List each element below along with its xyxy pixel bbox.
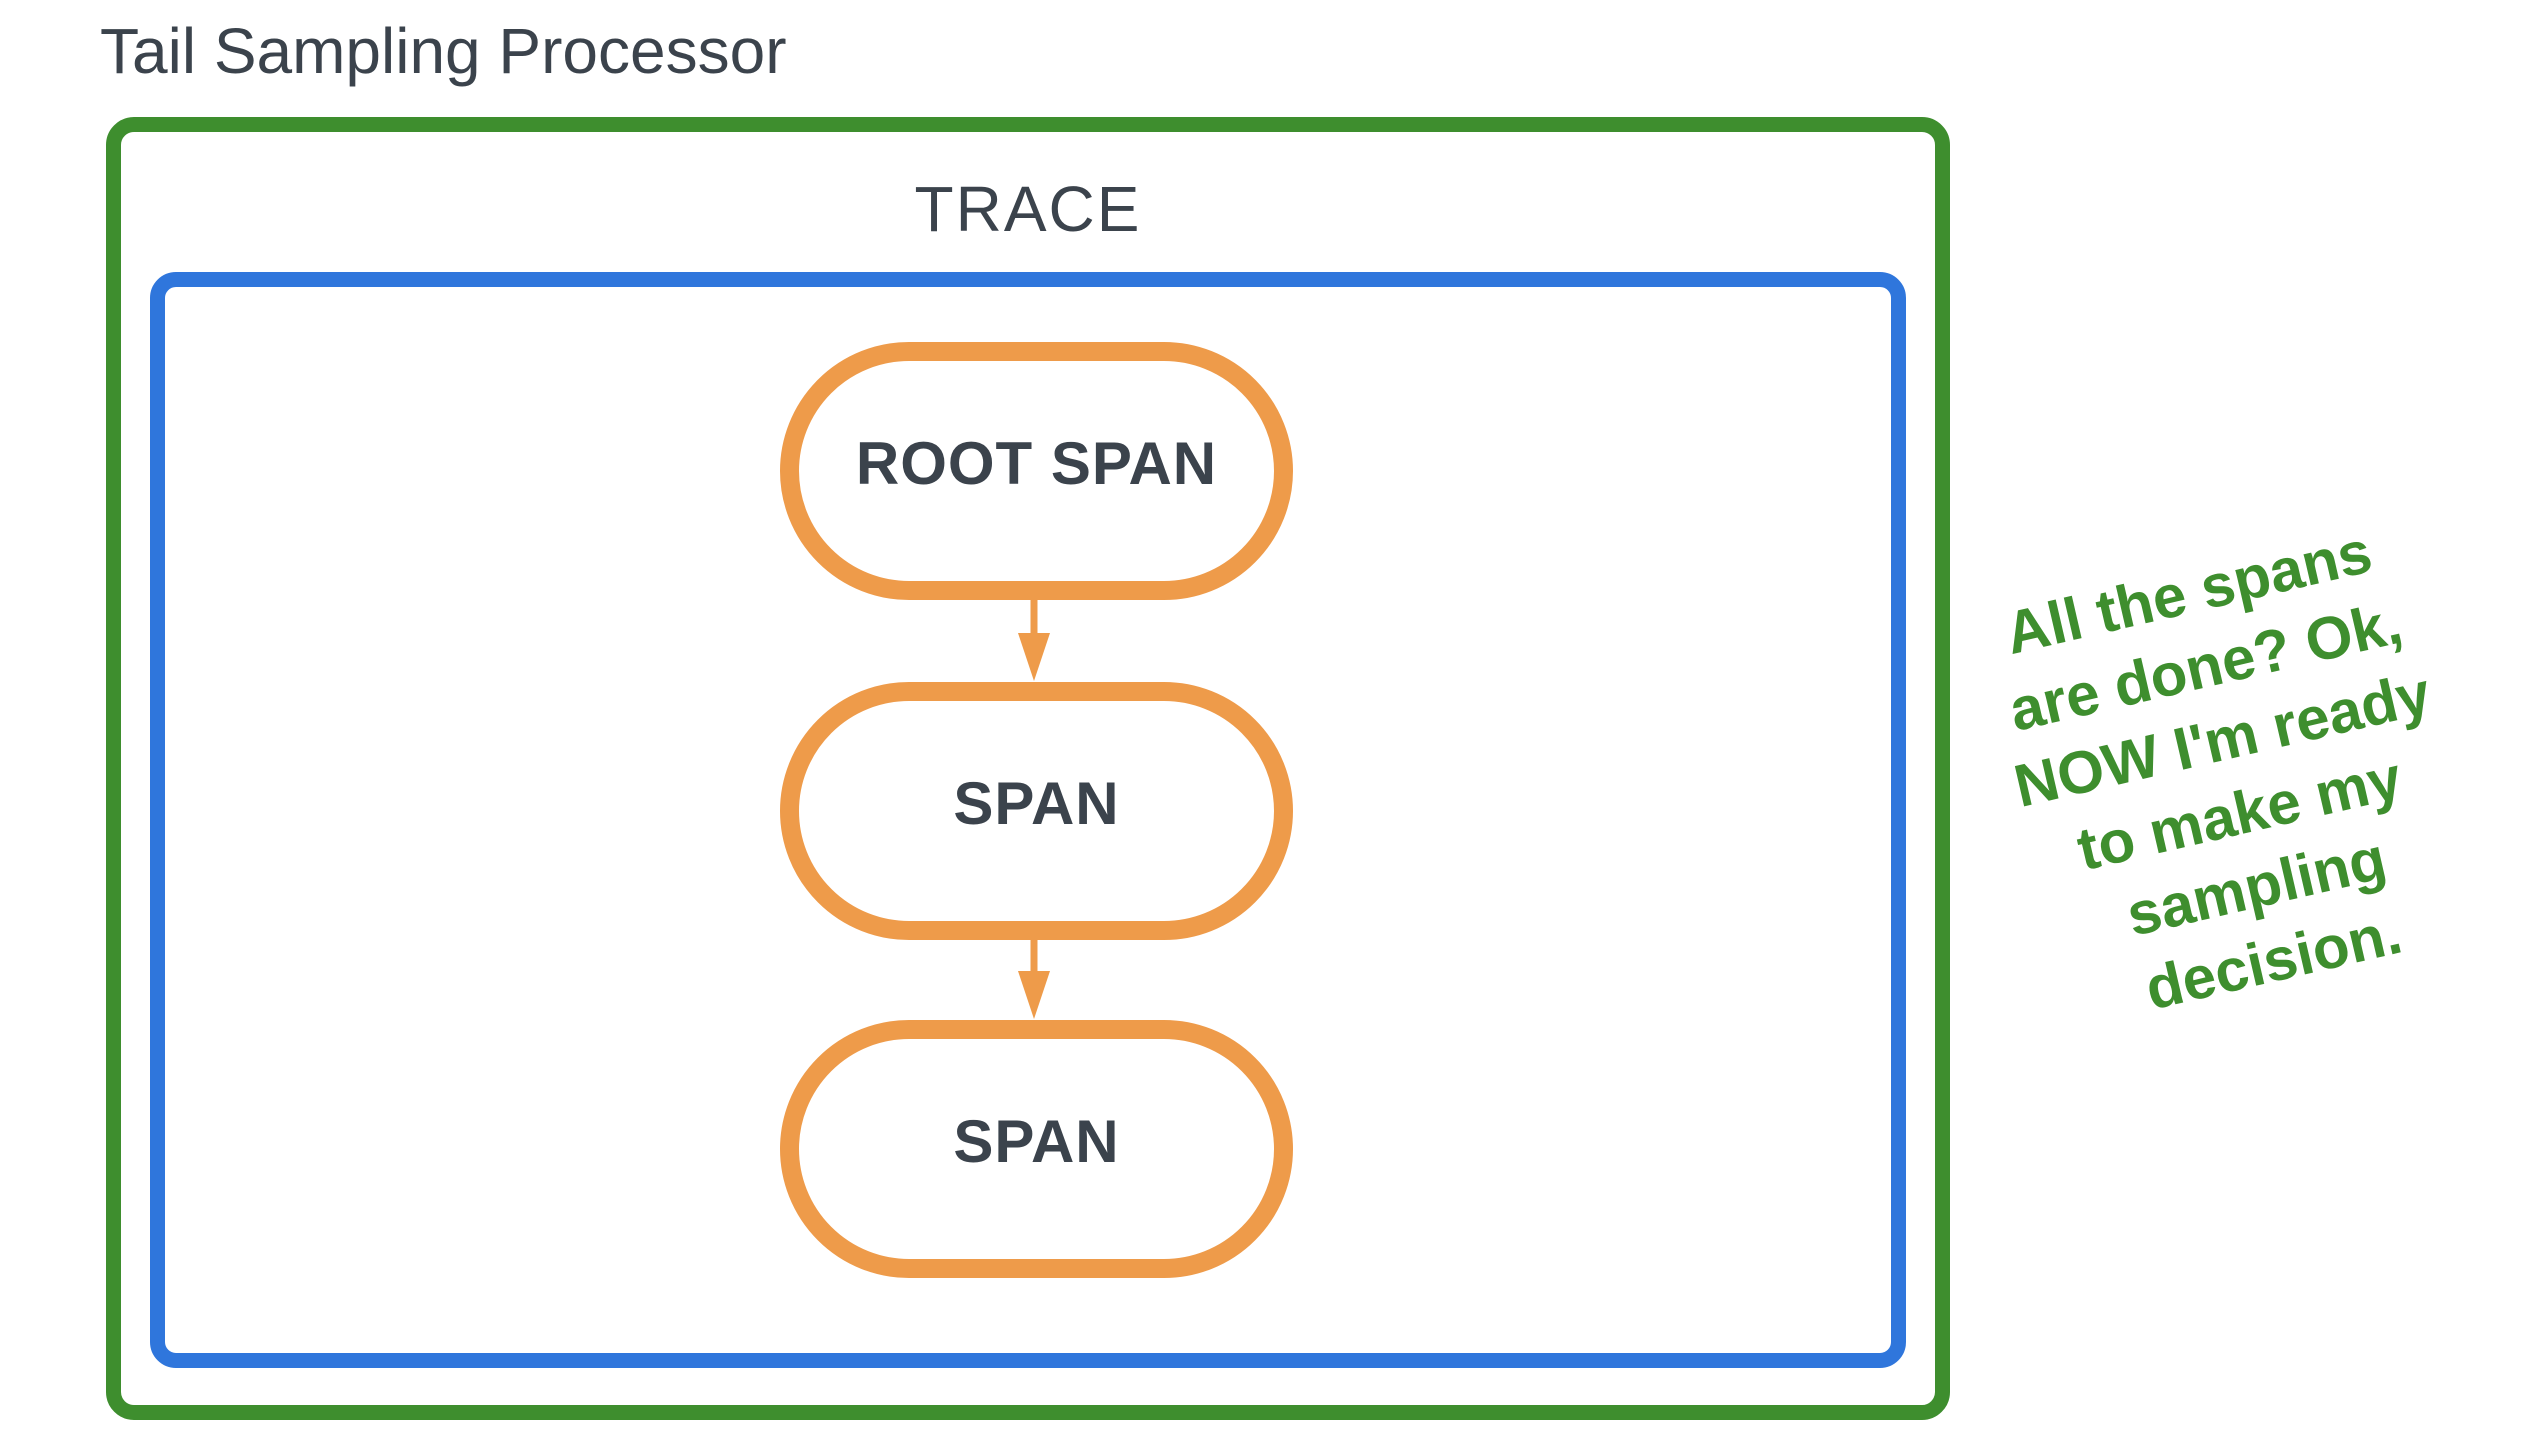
arrow-down-icon bbox=[1018, 599, 1050, 681]
trace-box bbox=[150, 272, 1906, 1368]
span-label-2: SPAN bbox=[953, 1107, 1120, 1175]
page-title: Tail Sampling Processor bbox=[100, 15, 787, 87]
root-span-node: ROOT SPAN bbox=[780, 342, 1293, 600]
span-node-2: SPAN bbox=[780, 1020, 1293, 1278]
arrow-down-icon bbox=[1018, 937, 1050, 1019]
span-label-1: SPAN bbox=[953, 769, 1120, 837]
annotation-text: All the spans are done? Ok, NOW I'm read… bbox=[1998, 517, 2437, 1023]
span-node-1: SPAN bbox=[780, 682, 1293, 940]
root-span-label: ROOT SPAN bbox=[855, 429, 1218, 497]
tail-sampling-processor-box bbox=[106, 117, 1950, 1420]
trace-label: TRACE bbox=[914, 173, 1142, 245]
